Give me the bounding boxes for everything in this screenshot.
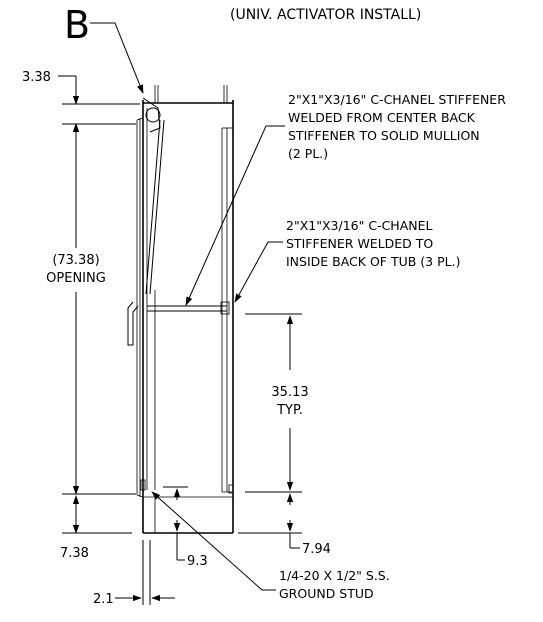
dim-spacing-value: 35.13: [271, 385, 308, 400]
cabinet-body: [127, 85, 234, 534]
callout-tub-line-2: STIFFENER WELDED TO: [286, 236, 433, 251]
detail-subtitle: (UNIV. ACTIVATOR INSTALL): [230, 7, 421, 23]
callout-tub-line-3: INSIDE BACK OF TUB (3 PL.): [286, 254, 460, 269]
dim-opening-label: OPENING: [46, 271, 106, 286]
callout-ground-stud: 1/4-20 X 1/2" S.S. GROUND STUD: [151, 491, 390, 601]
detail-letter: B: [64, 3, 90, 47]
dim-stud-height: 9.3: [163, 486, 208, 569]
callout-ground-stud-line-2: GROUND STUD: [279, 586, 374, 601]
callout-center-back-line-4: (2 PL.): [288, 146, 328, 161]
callout-stiffener-tub: 2"X1"X3/16" C-CHANEL STIFFENER WELDED TO…: [234, 218, 460, 303]
callout-ground-stud-line-1: 1/4-20 X 1/2" S.S.: [279, 568, 390, 583]
dim-bottom-right: 7.94: [238, 493, 331, 557]
dim-opening: (73.38) OPENING: [46, 123, 136, 495]
callout-stiffener-center-back: 2"X1"X3/16" C-CHANEL STIFFENER WELDED FR…: [185, 92, 506, 306]
callout-center-back-line-1: 2"X1"X3/16" C-CHANEL STIFFENER: [288, 92, 506, 107]
dim-bottom-right-text: 7.94: [302, 542, 331, 557]
dim-spacing-label: TYP.: [276, 403, 303, 418]
dim-top-offset: 3.38: [22, 70, 140, 140]
dim-stud-height-text: 9.3: [187, 554, 208, 569]
callout-center-back-line-3: STIFFENER TO SOLID MULLION: [288, 128, 480, 143]
dim-top-offset-text: 3.38: [22, 70, 51, 85]
dim-stud-offset-text: 2.1: [93, 592, 114, 607]
callout-center-back-line-2: WELDED FROM CENTER BACK: [288, 110, 476, 125]
dim-opening-value: (73.38): [52, 253, 99, 268]
dim-stiffener-spacing: 35.13 TYP.: [245, 313, 309, 493]
dim-bottom-left: 7.38: [60, 495, 132, 561]
callout-tub-line-1: 2"X1"X3/16" C-CHANEL: [286, 218, 432, 233]
detail-leader: [90, 22, 144, 94]
dim-stud-offset: 2.1: [93, 540, 175, 607]
dim-bottom-left-text: 7.38: [60, 546, 89, 561]
